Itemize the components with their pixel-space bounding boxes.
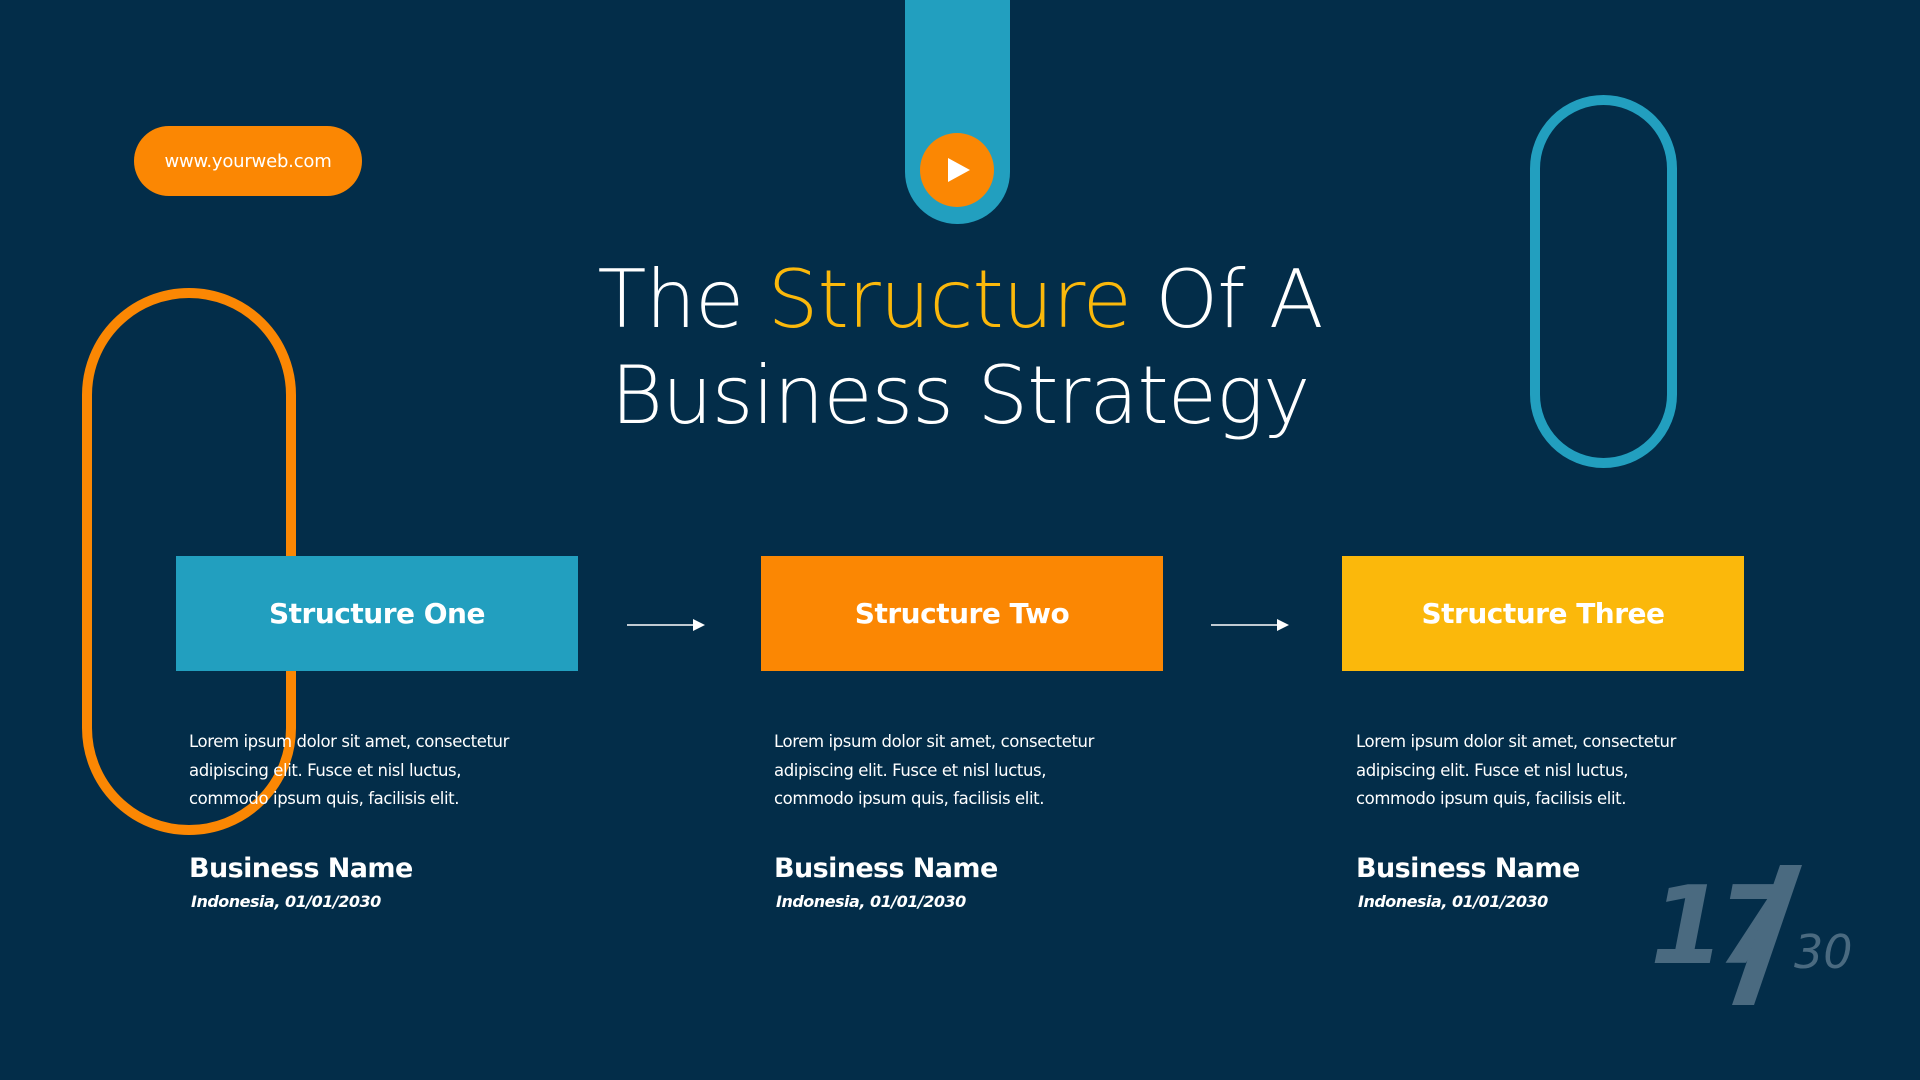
description: Lorem ipsum dolor sit amet, consectetur … xyxy=(189,732,509,808)
play-button[interactable] xyxy=(920,133,994,207)
structure-two-box: Structure Two xyxy=(761,556,1163,671)
structure-three-details: Lorem ipsum dolor sit amet, consectetur … xyxy=(1356,728,1756,911)
business-name: Business Name xyxy=(774,852,998,884)
location-date: Indonesia, 01/01/2030 xyxy=(776,891,966,911)
page-total: 30 xyxy=(1794,925,1853,979)
description: Lorem ipsum dolor sit amet, consectetur … xyxy=(1356,732,1676,808)
description: Lorem ipsum dolor sit amet, consectetur … xyxy=(774,732,1094,808)
title-line-2: Business Strategy xyxy=(610,349,1311,442)
location-date: Indonesia, 01/01/2030 xyxy=(1358,891,1548,911)
page-title: The Structure Of A Business Strategy xyxy=(460,252,1460,444)
structure-one-box: Structure One xyxy=(176,556,578,671)
teal-outline-pill-decoration xyxy=(1530,95,1677,468)
business-name: Business Name xyxy=(189,852,413,884)
location-date: Indonesia, 01/01/2030 xyxy=(191,891,381,911)
title-highlight: Structure xyxy=(767,253,1132,346)
website-link[interactable]: www.yourweb.com xyxy=(134,126,362,196)
play-icon xyxy=(948,158,970,182)
page-number: 17 30 xyxy=(1640,855,1870,1005)
title-line-1: The Structure Of A xyxy=(597,253,1323,346)
structure-two-details: Lorem ipsum dolor sit amet, consectetur … xyxy=(774,728,1174,911)
structure-one-details: Lorem ipsum dolor sit amet, consectetur … xyxy=(189,728,589,911)
arrow-right-icon xyxy=(1211,619,1289,631)
slash-divider xyxy=(1732,865,1802,1005)
business-name: Business Name xyxy=(1356,852,1580,884)
arrow-right-icon xyxy=(627,619,705,631)
structure-three-box: Structure Three xyxy=(1342,556,1744,671)
